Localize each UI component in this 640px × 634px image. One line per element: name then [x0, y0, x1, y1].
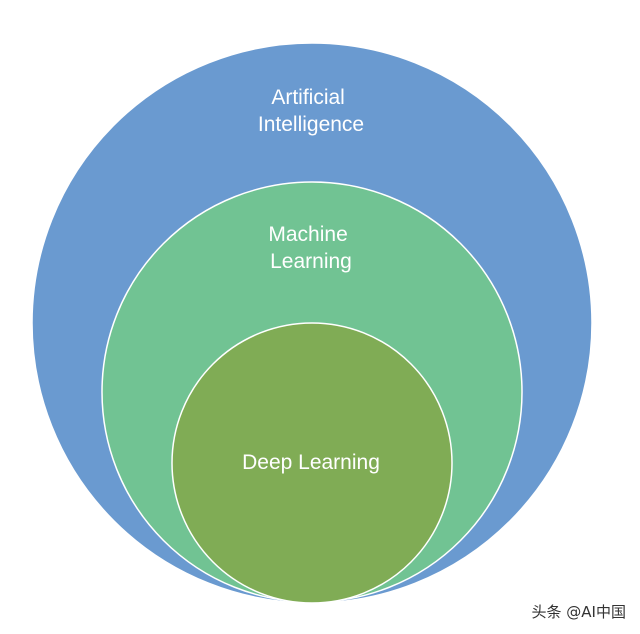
deep-learning-label: Deep Learning: [242, 451, 380, 474]
machine-learning-label-line1: Machine: [268, 223, 347, 246]
deep-learning-circle: Deep Learning: [171, 322, 453, 604]
watermark: 头条 @AI中国: [531, 603, 626, 621]
artificial-intelligence-label-line1: Artificial: [271, 86, 345, 109]
machine-learning-label-line2: Learning: [270, 250, 352, 273]
artificial-intelligence-label-line2: Intelligence: [258, 113, 364, 136]
machine-learning-label: Machine Learning: [268, 223, 353, 273]
deep-learning-shape: [171, 322, 453, 604]
artificial-intelligence-label: Artificial Intelligence: [258, 86, 364, 136]
